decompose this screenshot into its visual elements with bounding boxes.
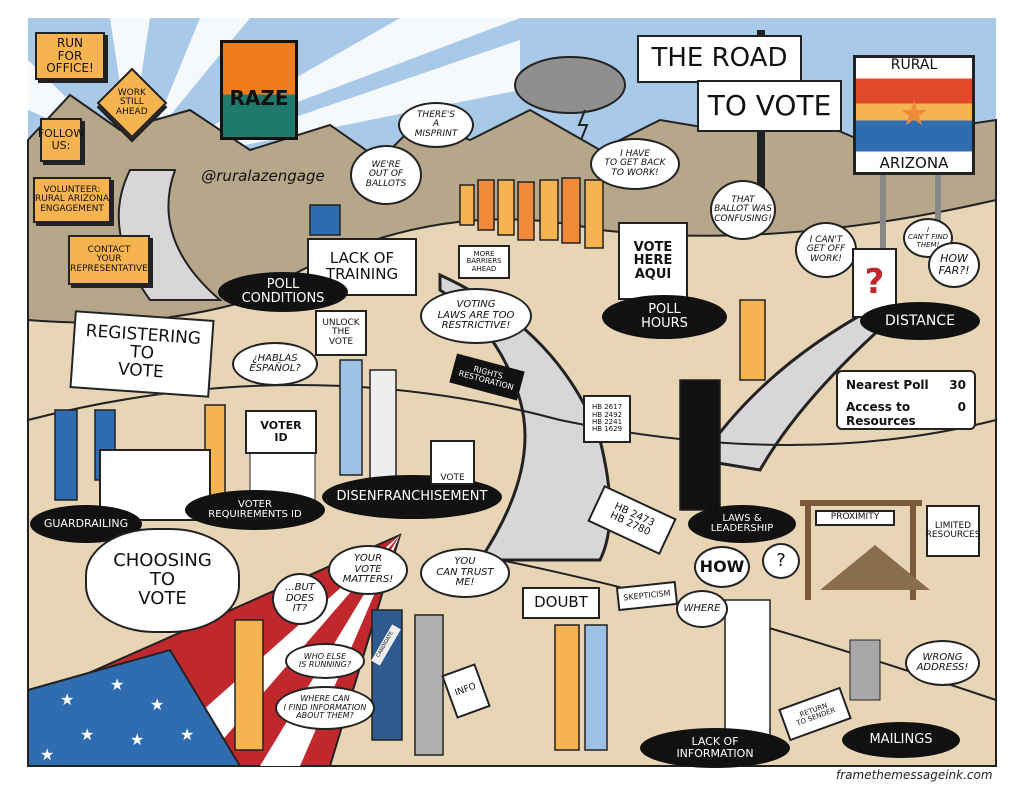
arizona-text: Arizona <box>879 154 949 173</box>
label-voter-requirements: Voter Requirements ID <box>185 490 325 530</box>
access-resources-value: 0 <box>957 400 966 414</box>
bubble-question: ? <box>762 543 800 579</box>
limited-resources-sign: Limited Resources <box>926 505 980 557</box>
hb-list-paper: HB 2617 HB 2492 HB 2241 HB 1629 <box>583 395 631 443</box>
flag-stars: ★ ★ ★ ★ ★ ★ ★ <box>40 675 194 764</box>
bubble-cant-get-off-work: I can't get off work! <box>795 222 857 278</box>
people-in-line <box>459 177 604 249</box>
main-road <box>438 272 612 562</box>
label-poll-conditions: Poll Conditions <box>218 272 348 312</box>
access-resources-label: Access to Resources <box>846 400 916 428</box>
label-distance: Distance <box>860 302 980 340</box>
label-disenfranchisement: Disenfranchisement <box>322 475 502 519</box>
label-poll-hours: Poll Hours <box>602 295 727 339</box>
mailbox <box>849 639 881 701</box>
social-handle: @ruralazengage <box>201 167 325 186</box>
work-still-ahead-text: Work Still Ahead <box>116 87 148 117</box>
unlock-the-vote-sign: Unlock the Vote <box>315 310 367 356</box>
bubble-out-of-ballots: We're out of ballots <box>350 145 422 205</box>
label-laws-leadership: Laws & Leadership <box>688 505 796 543</box>
nearest-poll-label: Nearest Poll <box>846 378 929 392</box>
svg-text:★: ★ <box>60 690 74 709</box>
gate <box>800 500 922 600</box>
choosing-to-vote-cloud: Choosing to Vote <box>85 528 240 633</box>
signpost-volunteer: Volunteer: Rural Arizona Engagement <box>33 177 111 223</box>
label-mailings: Mailings <box>842 722 960 758</box>
label-lack-of-information: Lack of Information <box>640 728 790 768</box>
credit-url[interactable]: framethemessageink.com <box>836 768 993 782</box>
lack-of-training-box: Lack of Training <box>307 238 417 296</box>
storm-cloud <box>514 56 626 114</box>
bubble-ballot-confusing: That ballot was confusing! <box>710 180 776 240</box>
nearest-poll-value: 30 <box>949 378 966 392</box>
bubble-where-find-info: Where can I find information about them? <box>275 686 375 730</box>
vote-here-aframe: Vote Here Aqui <box>618 222 688 300</box>
ballot-box: Vote <box>430 440 475 485</box>
bubble-back-to-work: I have to get back to work! <box>590 138 680 190</box>
bubble-how-far: How far?! <box>928 242 980 288</box>
bubble-cant-find-them: I can't find them! <box>903 218 953 258</box>
rural-arizona-sign: Rural ★ Arizona <box>853 55 975 175</box>
more-barriers-sign: More Barriers Ahead <box>458 245 510 279</box>
bubble-wrong-address: Wrong address! <box>905 640 980 686</box>
rural-text: Rural <box>890 57 938 73</box>
svg-text:★: ★ <box>110 675 124 694</box>
voter-id-card: Voter ID <box>245 410 317 454</box>
signpost-run-for-office: Run for Office! <box>35 32 105 80</box>
state-star-icon: ★ <box>898 94 930 135</box>
proximity-sign: Proximity <box>815 510 895 526</box>
title-sign-line2: To Vote <box>697 80 842 132</box>
svg-text:★: ★ <box>150 695 164 714</box>
signpost-follow-us: Follow Us: <box>38 118 84 162</box>
svg-text:★: ★ <box>40 745 54 764</box>
bubble-laws-restrictive: Voting laws are too restrictive! <box>420 288 532 344</box>
svg-text:★: ★ <box>80 725 94 744</box>
svg-text:★: ★ <box>180 725 194 744</box>
doubt-sign: Doubt <box>522 587 600 619</box>
flag-canton <box>27 648 242 767</box>
signpost-contact-representative: Contact Your Representative <box>68 235 150 285</box>
nearest-poll-sign: Nearest Poll 30 Access to Resources 0 <box>836 370 976 430</box>
bubble-who-else-running: Who else is running? <box>285 643 365 679</box>
title-sign-line1: The Road <box>637 35 802 83</box>
raze-logo-text: RAZE <box>229 86 289 110</box>
svg-text:★: ★ <box>130 730 144 749</box>
bubble-vote-matters: Your vote matters! <box>328 545 408 595</box>
bubble-misprint: There's a misprint <box>398 102 474 148</box>
bubble-hablas-espanol: ¿Hablas Español? <box>232 342 318 386</box>
bubble-where: Where <box>676 590 728 628</box>
raze-logo: RAZE <box>220 40 298 140</box>
registering-to-vote-sign: Registering to Vote <box>69 310 215 398</box>
bubble-but-does-it: ...But does it? <box>272 573 328 625</box>
bubble-trust-me: You can trust me! <box>420 548 510 598</box>
bubble-how: How <box>694 546 750 588</box>
